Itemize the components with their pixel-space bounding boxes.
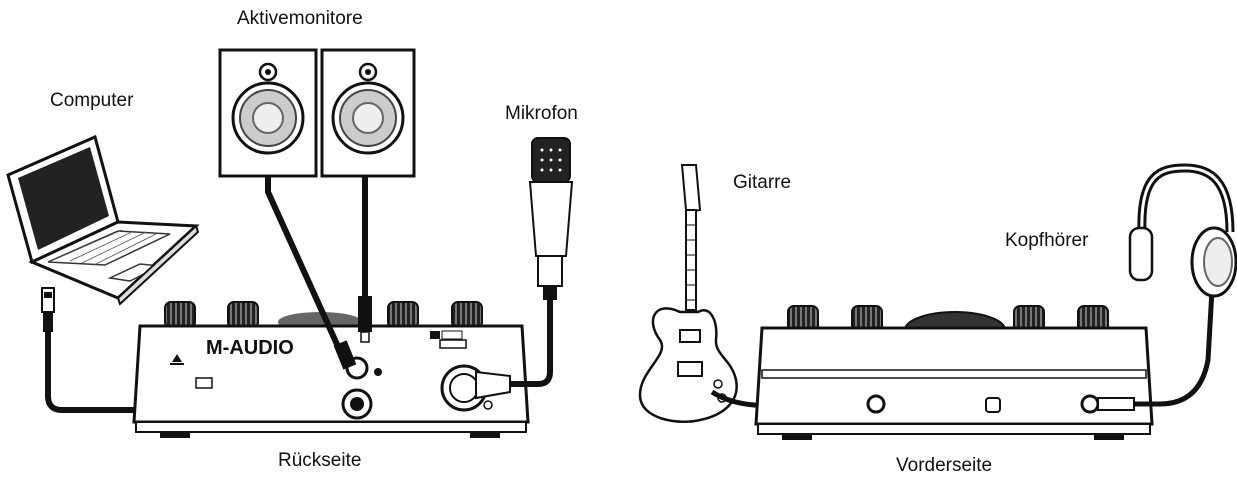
laptop-computer [6,134,200,306]
headphone-cable [1134,289,1215,407]
interface-front [754,305,1154,440]
studio-monitor-right [320,48,416,178]
label-computer: Computer [50,90,134,111]
label-front-side: Vorderseite [896,455,993,476]
electric-guitar [638,164,738,423]
label-headphones: Kopfhörer [1005,230,1089,251]
interface-rear: M-AUDIO [132,301,530,438]
label-microphone: Mikrofon [505,103,578,124]
monitor-cables [265,176,372,370]
label-rear-side: Rückseite [278,450,362,471]
label-guitar: Gitarre [733,172,792,193]
headphones [1128,163,1237,298]
label-active-monitors: Aktivemonitore [237,8,363,29]
brand-logo: M-AUDIO [206,337,294,359]
microphone [475,137,574,400]
headphone-jack-plug [1097,397,1135,411]
studio-monitor-left [218,48,318,178]
